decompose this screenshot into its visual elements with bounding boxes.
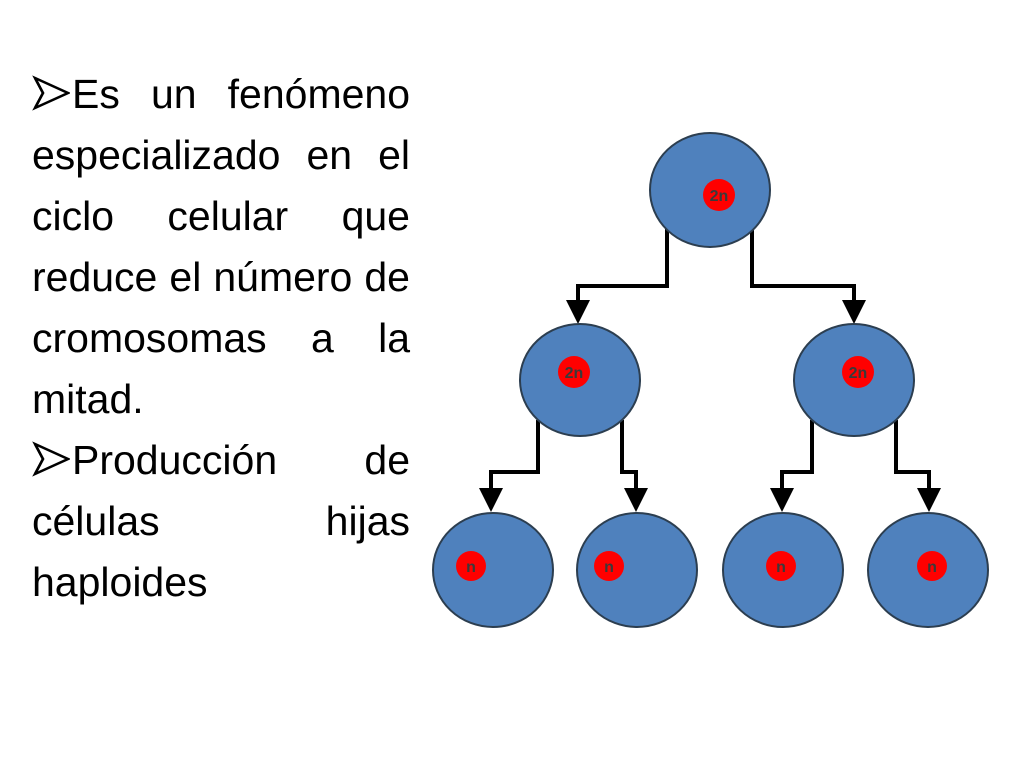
haploid-cell-4: n (867, 512, 989, 628)
cell-body (576, 512, 698, 628)
connector-arrow (770, 420, 814, 512)
arrow-bullet-icon (32, 75, 70, 111)
connectors-gen2 (479, 420, 941, 512)
daughter-cell-left: 2n (519, 323, 641, 437)
nucleus (594, 551, 624, 581)
haploid-cell-3: n (722, 512, 844, 628)
bullet-text-production: Producción de células hijas haploides (32, 437, 410, 605)
ploidy-label: 2n (710, 188, 729, 205)
ploidy-label: n (466, 559, 476, 576)
nucleus (766, 551, 796, 581)
bullet-item-definition: Es un fenómeno especializado en el ciclo… (32, 64, 410, 430)
ploidy-label: 2n (565, 365, 584, 382)
connector-arrow (620, 420, 648, 512)
connector-arrow (566, 228, 669, 324)
nucleus (842, 356, 874, 388)
ploidy-label: n (927, 559, 937, 576)
cell-body (432, 512, 554, 628)
bullet-item-production: Producción de células hijas haploides (32, 430, 410, 613)
nucleus (456, 551, 486, 581)
nucleus (558, 356, 590, 388)
connectors-gen1 (566, 228, 866, 324)
ploidy-label: n (604, 559, 614, 576)
daughter-cell-right: 2n (793, 323, 915, 437)
connector-arrow (479, 420, 540, 512)
connector-arrow (750, 228, 866, 324)
bullet-list: Es un fenómeno especializado en el ciclo… (32, 64, 410, 613)
haploid-cell-2: n (576, 512, 698, 628)
nucleus (703, 179, 735, 211)
arrow-bullet-icon (32, 441, 70, 477)
ploidy-label: 2n (849, 365, 868, 382)
parent-cell: 2n (649, 132, 771, 248)
haploid-cell-1: n (432, 512, 554, 628)
ploidy-label: n (776, 559, 786, 576)
bullet-text-definition: Es un fenómeno especializado en el ciclo… (32, 71, 410, 422)
nucleus (917, 551, 947, 581)
connector-arrow (894, 420, 941, 512)
